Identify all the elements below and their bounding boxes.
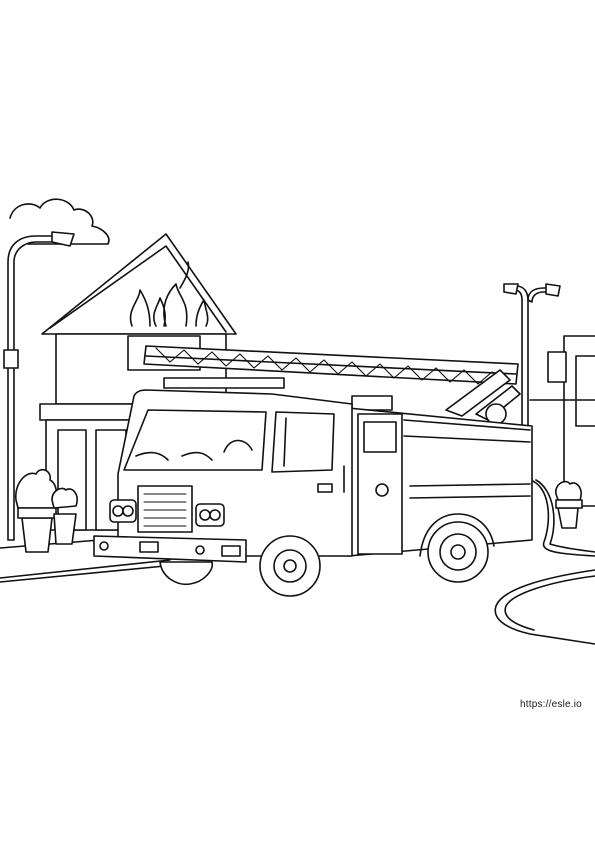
street-lamp-left	[4, 232, 74, 540]
fire-truck-ladder	[144, 346, 520, 424]
sidewalk	[0, 540, 175, 582]
potted-plants-left	[16, 470, 77, 552]
fire-flames	[131, 262, 189, 326]
watermark-url: https://esle.io	[520, 699, 582, 710]
potted-plant-right	[556, 482, 582, 528]
building-right	[530, 336, 595, 506]
fire-truck-windshield-wipers	[136, 453, 212, 460]
cloud	[10, 199, 109, 244]
road-curb	[495, 570, 595, 644]
fire-truck	[94, 378, 532, 596]
fire-hose	[530, 480, 595, 556]
